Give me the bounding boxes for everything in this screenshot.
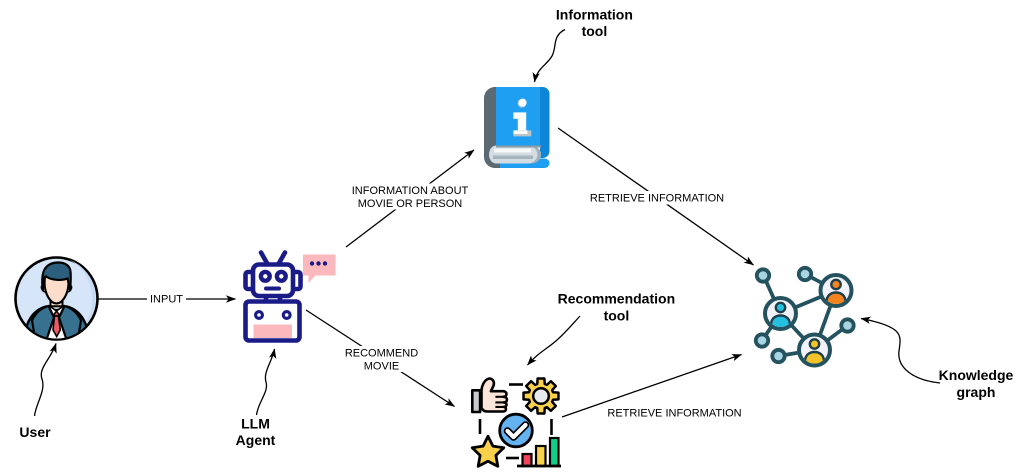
svg-text:LLM: LLM [241,415,270,431]
svg-text:Agent: Agent [236,432,276,448]
svg-text:tool: tool [604,308,630,324]
svg-text:INFORMATION ABOUT: INFORMATION ABOUT [352,185,469,197]
svg-text:Recommendation: Recommendation [558,291,675,307]
svg-text:RETRIEVE INFORMATION: RETRIEVE INFORMATION [590,193,724,205]
svg-text:Information: Information [556,6,633,22]
svg-text:graph: graph [957,384,996,400]
svg-text:User: User [19,424,51,440]
svg-text:RETRIEVE INFORMATION: RETRIEVE INFORMATION [607,408,741,420]
svg-text:MOVIE OR PERSON: MOVIE OR PERSON [358,198,463,210]
svg-text:Knowledge: Knowledge [939,367,1014,383]
svg-text:tool: tool [582,23,608,39]
svg-text:INPUT: INPUT [150,294,183,306]
svg-text:MOVIE: MOVIE [364,361,399,373]
svg-text:RECOMMEND: RECOMMEND [345,347,418,359]
